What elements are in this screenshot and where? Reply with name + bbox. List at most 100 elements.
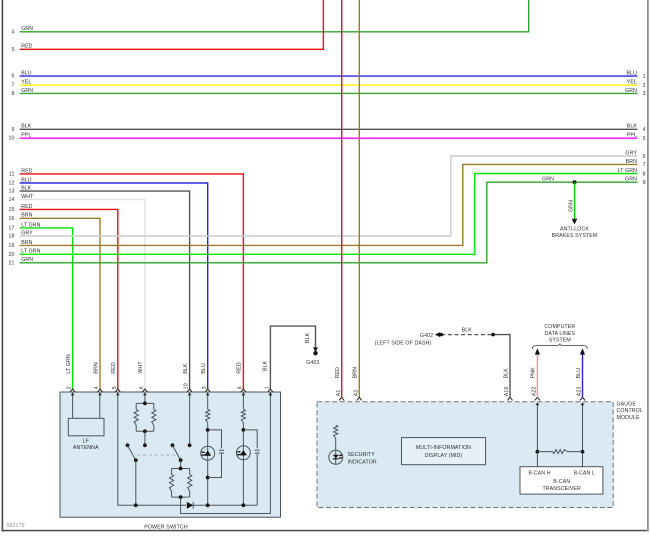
svg-text:COMPUTER: COMPUTER bbox=[544, 324, 575, 330]
svg-text:LT GRN: LT GRN bbox=[21, 249, 40, 255]
svg-text:SYSTEM: SYSTEM bbox=[549, 337, 571, 343]
svg-text:LT GRN: LT GRN bbox=[618, 168, 637, 174]
svg-text:GRN: GRN bbox=[21, 26, 33, 32]
svg-text:RED: RED bbox=[335, 367, 341, 378]
svg-text:8: 8 bbox=[643, 171, 646, 177]
svg-text:YEL: YEL bbox=[21, 80, 31, 86]
svg-text:RED: RED bbox=[21, 204, 32, 210]
svg-text:4: 4 bbox=[643, 127, 646, 133]
svg-text:LF: LF bbox=[83, 439, 89, 445]
svg-text:BLK: BLK bbox=[305, 332, 311, 343]
svg-text:RED: RED bbox=[21, 44, 32, 50]
svg-text:PNK: PNK bbox=[531, 367, 537, 378]
svg-text:B-CAN: B-CAN bbox=[553, 479, 570, 485]
svg-text:17: 17 bbox=[8, 225, 14, 231]
svg-text:BRN: BRN bbox=[353, 367, 359, 378]
svg-text:BLK: BLK bbox=[21, 124, 32, 130]
svg-text:BLK: BLK bbox=[627, 124, 638, 130]
svg-text:GRY: GRY bbox=[21, 230, 33, 236]
svg-text:13: 13 bbox=[8, 189, 14, 195]
svg-text:3: 3 bbox=[643, 91, 646, 97]
svg-text:G402: G402 bbox=[420, 333, 433, 339]
svg-text:B-CAN H: B-CAN H bbox=[528, 471, 550, 477]
svg-text:6: 6 bbox=[11, 74, 14, 80]
svg-text:4: 4 bbox=[11, 29, 14, 35]
svg-text:9: 9 bbox=[11, 127, 14, 133]
svg-text:BLK: BLK bbox=[262, 360, 268, 371]
svg-text:ANTENNA: ANTENNA bbox=[73, 445, 99, 451]
svg-text:GRN: GRN bbox=[21, 88, 33, 94]
svg-text:BRAKES SYSTEM: BRAKES SYSTEM bbox=[552, 233, 598, 239]
svg-text:6: 6 bbox=[139, 386, 145, 389]
svg-text:GRN: GRN bbox=[21, 257, 33, 263]
svg-text:INDICATOR: INDICATOR bbox=[348, 460, 377, 466]
svg-text:4: 4 bbox=[94, 386, 100, 389]
svg-text:2: 2 bbox=[67, 386, 73, 389]
svg-text:GRN: GRN bbox=[569, 200, 575, 212]
svg-text:MULTI-INFORMATION: MULTI-INFORMATION bbox=[416, 445, 471, 451]
svg-text:BLU: BLU bbox=[201, 363, 207, 374]
svg-text:10: 10 bbox=[184, 383, 190, 389]
svg-text:5: 5 bbox=[11, 47, 14, 53]
svg-text:6: 6 bbox=[643, 154, 646, 160]
svg-text:592179: 592179 bbox=[7, 523, 25, 529]
svg-text:LT GRN: LT GRN bbox=[66, 354, 72, 373]
svg-text:12: 12 bbox=[8, 181, 14, 187]
svg-text:DATA LINES: DATA LINES bbox=[545, 331, 576, 337]
svg-text:MODULE: MODULE bbox=[617, 415, 640, 421]
svg-text:LT GRN: LT GRN bbox=[21, 222, 40, 228]
svg-text:PPL: PPL bbox=[21, 133, 31, 139]
svg-text:DISPLAY (MID): DISPLAY (MID) bbox=[425, 453, 463, 459]
svg-text:TRANSCEIVER: TRANSCEIVER bbox=[542, 486, 581, 492]
svg-text:A22: A22 bbox=[532, 387, 538, 397]
svg-text:RED: RED bbox=[237, 362, 243, 373]
svg-text:BLU: BLU bbox=[21, 71, 32, 77]
svg-text:BRN: BRN bbox=[21, 240, 32, 246]
svg-text:1: 1 bbox=[265, 386, 271, 389]
svg-text:RED: RED bbox=[111, 362, 117, 373]
svg-text:A1: A1 bbox=[336, 390, 342, 397]
svg-text:PPL: PPL bbox=[627, 133, 637, 139]
svg-text:ANTI-LOCK: ANTI-LOCK bbox=[560, 227, 589, 233]
svg-text:GRN: GRN bbox=[625, 88, 637, 94]
svg-text:BRN: BRN bbox=[21, 213, 32, 219]
svg-text:11: 11 bbox=[9, 171, 15, 177]
svg-text:GRY: GRY bbox=[625, 150, 637, 156]
svg-text:BLU: BLU bbox=[626, 71, 637, 77]
svg-text:POWER SWITCH: POWER SWITCH bbox=[144, 525, 188, 531]
svg-text:GAUGE: GAUGE bbox=[617, 402, 637, 408]
svg-text:9: 9 bbox=[643, 180, 646, 186]
svg-text:BLK: BLK bbox=[462, 328, 473, 334]
svg-text:A2: A2 bbox=[353, 390, 359, 397]
svg-text:A16: A16 bbox=[504, 387, 510, 397]
svg-text:G403: G403 bbox=[306, 360, 319, 366]
svg-text:2: 2 bbox=[643, 83, 646, 89]
svg-text:B-CAN L: B-CAN L bbox=[574, 471, 595, 477]
svg-text:GRN: GRN bbox=[625, 177, 637, 183]
svg-text:7: 7 bbox=[643, 162, 646, 168]
svg-text:GRN: GRN bbox=[542, 177, 554, 183]
svg-text:BLK: BLK bbox=[21, 186, 32, 192]
svg-text:BRN: BRN bbox=[626, 159, 637, 165]
svg-text:16: 16 bbox=[8, 216, 14, 222]
svg-text:21: 21 bbox=[8, 260, 14, 266]
svg-text:BLU: BLU bbox=[576, 368, 582, 379]
svg-text:5: 5 bbox=[643, 136, 646, 142]
svg-text:14: 14 bbox=[8, 197, 14, 203]
svg-text:SECURITY: SECURITY bbox=[348, 452, 376, 458]
svg-text:WHT: WHT bbox=[21, 194, 34, 200]
svg-text:BRN: BRN bbox=[93, 362, 99, 373]
svg-text:(LEFT SIDE OF DASH): (LEFT SIDE OF DASH) bbox=[375, 341, 432, 347]
svg-text:A23: A23 bbox=[577, 387, 583, 397]
svg-text:WHT: WHT bbox=[138, 361, 144, 374]
svg-text:8: 8 bbox=[11, 91, 14, 97]
svg-text:20: 20 bbox=[8, 252, 14, 258]
svg-text:RED: RED bbox=[21, 168, 32, 174]
svg-text:7: 7 bbox=[11, 83, 14, 89]
svg-text:BLK: BLK bbox=[183, 363, 189, 374]
svg-text:1: 1 bbox=[643, 74, 646, 80]
svg-text:19: 19 bbox=[8, 243, 14, 249]
svg-text:10: 10 bbox=[8, 136, 14, 142]
svg-text:YEL: YEL bbox=[627, 80, 637, 86]
svg-text:BLK: BLK bbox=[503, 368, 509, 379]
